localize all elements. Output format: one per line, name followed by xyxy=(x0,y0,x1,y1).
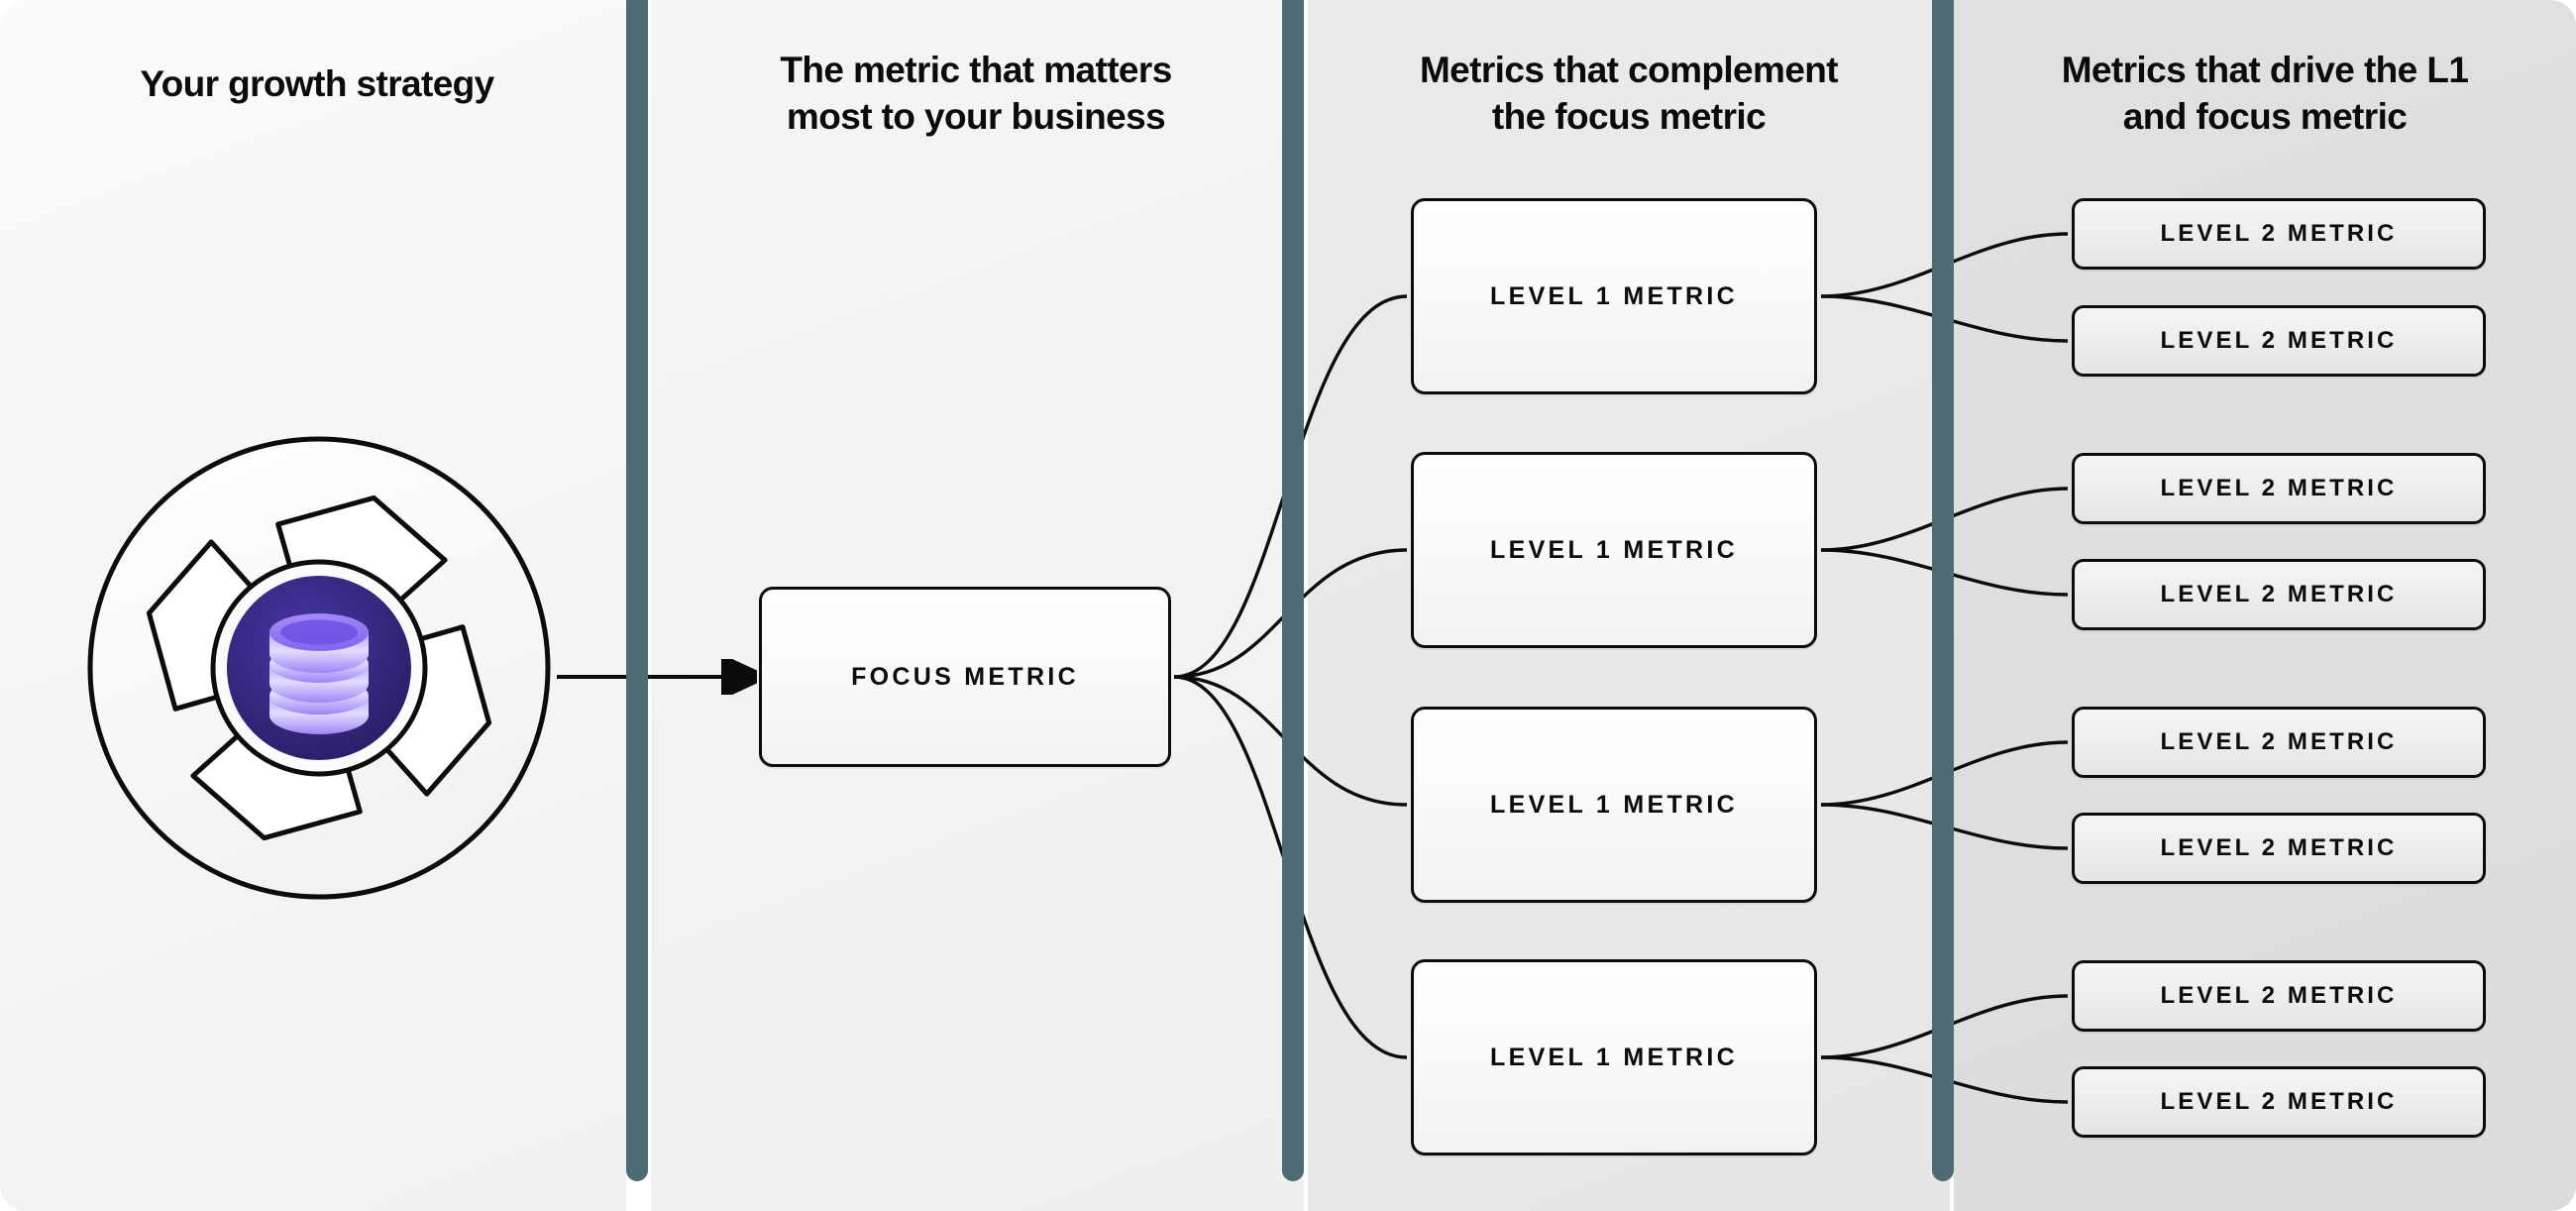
node-level-2-metric-5[interactable]: LEVEL 2 METRIC xyxy=(2072,707,2486,778)
node-level-2-metric-8[interactable]: LEVEL 2 METRIC xyxy=(2072,1066,2486,1138)
column-heading-level-1-line-2: the focus metric xyxy=(1491,95,1767,137)
node-level-2-metric-1[interactable]: LEVEL 2 METRIC xyxy=(2072,198,2486,270)
column-heading-focus-line-2: most to your business xyxy=(786,95,1166,137)
node-level-2-metric-4-label: LEVEL 2 METRIC xyxy=(2160,581,2398,607)
column-heading-level-2-line-2: and focus metric xyxy=(2122,95,2408,137)
node-level-2-metric-2-label: LEVEL 2 METRIC xyxy=(2160,327,2398,354)
node-level-1-metric-2[interactable]: LEVEL 1 METRIC xyxy=(1411,452,1817,648)
node-level-2-metric-2[interactable]: LEVEL 2 METRIC xyxy=(2072,305,2486,377)
node-level-2-metric-4[interactable]: LEVEL 2 METRIC xyxy=(2072,559,2486,630)
strategy-pinwheel-database-emblem xyxy=(87,436,551,900)
node-level-1-metric-4-label: LEVEL 1 METRIC xyxy=(1490,1043,1738,1071)
column-heading-level-1: Metrics that complement the focus metric xyxy=(1336,48,1922,140)
column-divider-1 xyxy=(626,0,648,1181)
node-level-1-metric-1[interactable]: LEVEL 1 METRIC xyxy=(1411,198,1817,394)
node-level-1-metric-3-label: LEVEL 1 METRIC xyxy=(1490,790,1738,819)
node-level-2-metric-3-label: LEVEL 2 METRIC xyxy=(2160,475,2398,501)
node-level-2-metric-1-label: LEVEL 2 METRIC xyxy=(2160,220,2398,247)
node-level-2-metric-6-label: LEVEL 2 METRIC xyxy=(2160,834,2398,861)
column-heading-strategy-line-1: Your growth strategy xyxy=(140,63,494,104)
node-focus-metric[interactable]: FOCUS METRIC xyxy=(759,587,1171,767)
node-level-2-metric-3[interactable]: LEVEL 2 METRIC xyxy=(2072,453,2486,524)
node-level-1-metric-2-label: LEVEL 1 METRIC xyxy=(1490,535,1738,564)
node-focus-metric-label: FOCUS METRIC xyxy=(851,662,1079,691)
node-level-2-metric-5-label: LEVEL 2 METRIC xyxy=(2160,728,2398,755)
node-level-2-metric-7-label: LEVEL 2 METRIC xyxy=(2160,982,2398,1009)
node-level-2-metric-7[interactable]: LEVEL 2 METRIC xyxy=(2072,960,2486,1032)
column-heading-level-1-line-1: Metrics that complement xyxy=(1419,50,1839,90)
node-level-2-metric-8-label: LEVEL 2 METRIC xyxy=(2160,1088,2398,1115)
database-stack-icon xyxy=(269,613,369,734)
column-divider-2 xyxy=(1282,0,1304,1181)
column-heading-strategy: Your growth strategy xyxy=(40,61,594,108)
node-level-1-metric-1-label: LEVEL 1 METRIC xyxy=(1490,281,1738,310)
column-heading-level-2-line-1: Metrics that drive the L1 xyxy=(2061,50,2469,90)
column-heading-focus-line-1: The metric that matters xyxy=(780,50,1172,90)
column-divider-3 xyxy=(1932,0,1954,1181)
column-heading-level-2: Metrics that drive the L1 and focus metr… xyxy=(1980,48,2550,140)
node-level-2-metric-6[interactable]: LEVEL 2 METRIC xyxy=(2072,813,2486,884)
node-level-1-metric-3[interactable]: LEVEL 1 METRIC xyxy=(1411,707,1817,903)
node-level-1-metric-4[interactable]: LEVEL 1 METRIC xyxy=(1411,959,1817,1156)
column-heading-focus-metric: The metric that matters most to your bus… xyxy=(684,48,1268,140)
